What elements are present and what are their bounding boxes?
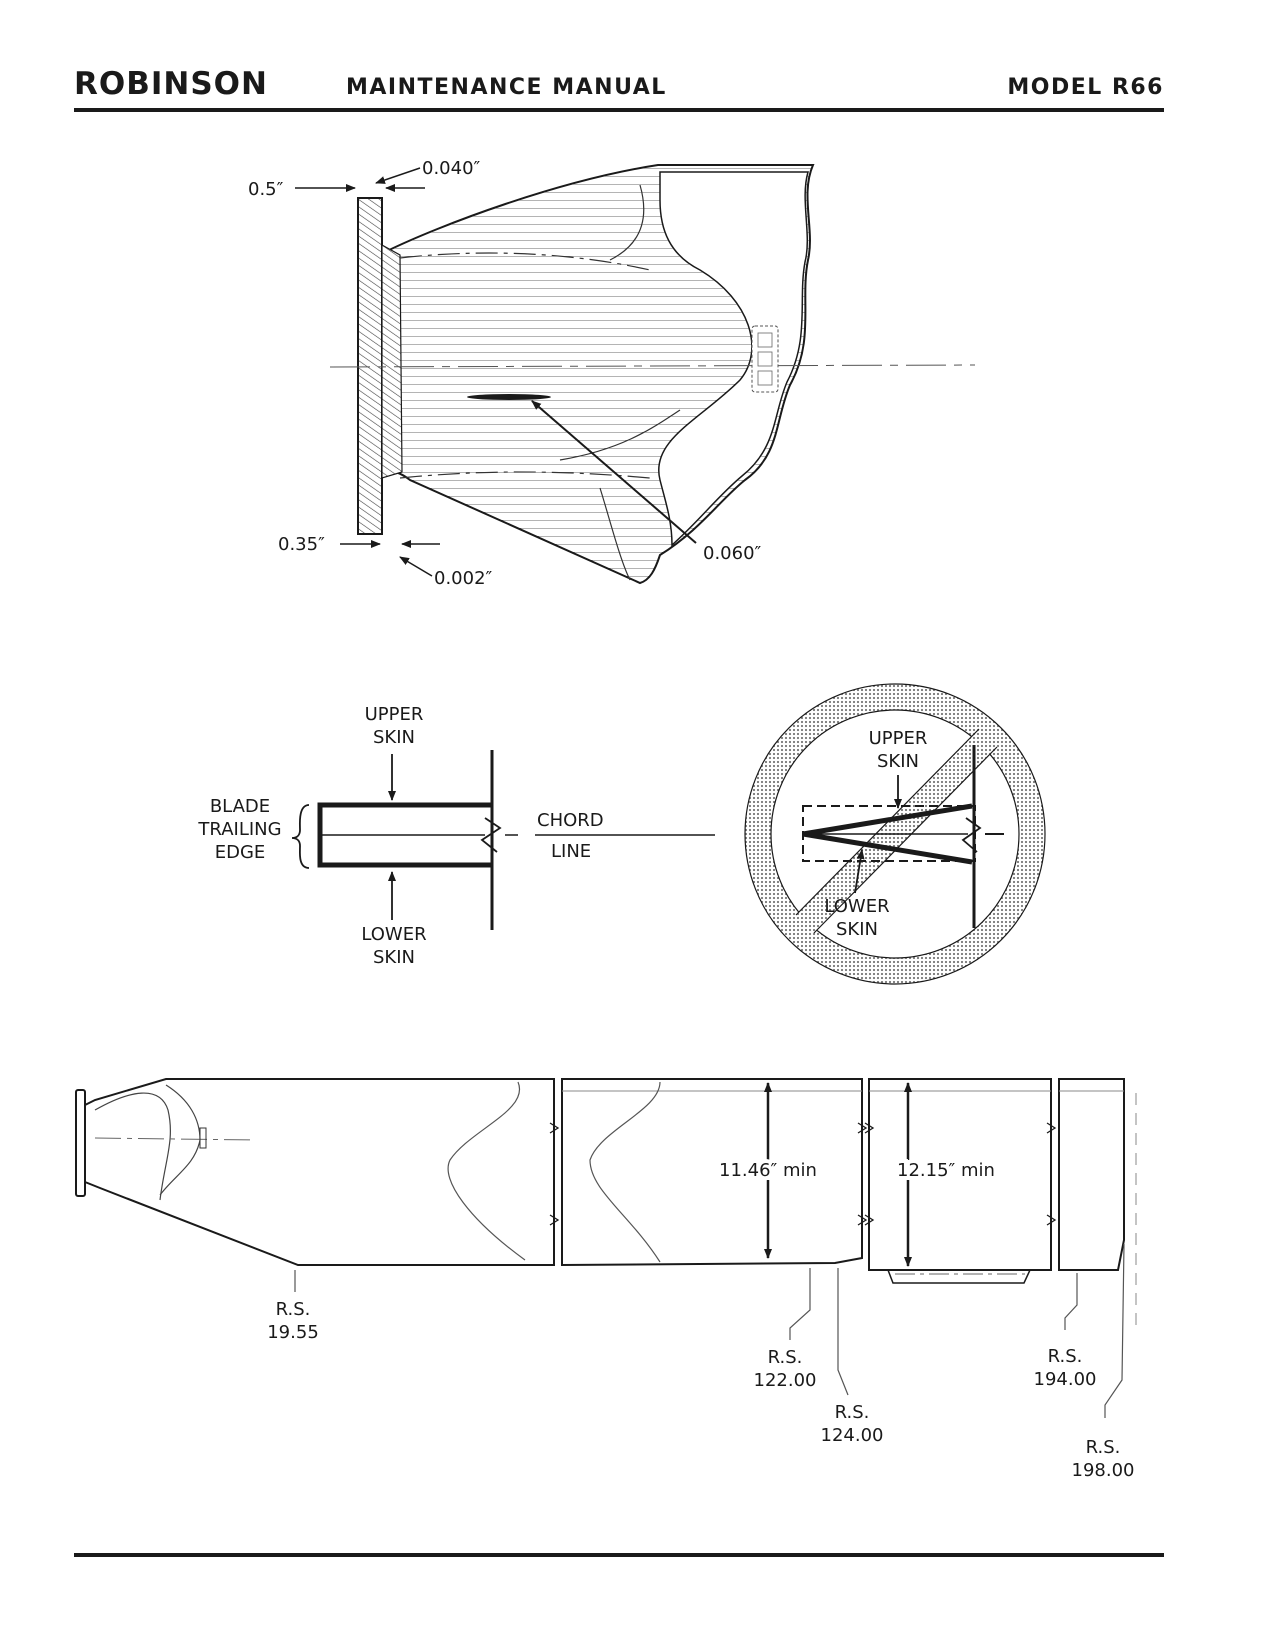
width-label-11-46: 11.46″ min: [719, 1160, 817, 1181]
rs-label-124: R.S.: [835, 1402, 870, 1423]
flat-area-0-060: [467, 394, 551, 400]
rs-value-194: 194.00: [1034, 1369, 1097, 1390]
label-chord: CHORD: [537, 810, 604, 831]
label-edge-3: EDGE: [215, 842, 266, 863]
trailing-edge-root-figure: 0.5″ 0.040″ 0.35″ 0.002″ 0.060″: [248, 158, 976, 589]
brand-name: ROBINSON: [74, 66, 268, 102]
planform-section-3: [868, 1078, 1052, 1271]
label-upper-skin-1: UPPER: [365, 704, 424, 725]
rs-label-198: R.S.: [1086, 1437, 1121, 1458]
manual-title: MAINTENANCE MANUAL: [346, 75, 667, 100]
planform-root-plate: [75, 1089, 86, 1197]
incorrect-section-figure: UPPER SKIN LOWER SKIN: [744, 683, 1046, 985]
planform-section-1: [84, 1078, 555, 1266]
rs-value-124: 124.00: [821, 1425, 884, 1446]
planform-section-2: [561, 1078, 863, 1267]
rs-label-194: R.S.: [1048, 1346, 1083, 1367]
label-blade-1: BLADE: [210, 796, 270, 817]
rs-value-122: 122.00: [754, 1370, 817, 1391]
dim-label-0-060: 0.060″: [703, 543, 762, 564]
trailing-edge-brace: [291, 804, 310, 869]
blade-centerline: [329, 364, 976, 368]
label-lower-skin-2: SKIN: [373, 947, 415, 968]
footer-rule: [74, 1553, 1164, 1557]
label-lower-skin-bad-2: SKIN: [836, 919, 878, 940]
label-lower-skin-bad-1: LOWER: [824, 896, 889, 917]
label-trailing-2: TRAILING: [197, 819, 281, 840]
rs-value-19-55: 19.55: [267, 1322, 319, 1343]
blade-planform-figure: 11.46″ min 12.15″ min R.S. 19.55 R.S. 12…: [75, 1078, 1137, 1481]
label-line: LINE: [551, 841, 591, 862]
rs-label-122: R.S.: [768, 1347, 803, 1368]
width-label-12-15: 12.15″ min: [897, 1160, 995, 1181]
rs-value-198: 198.00: [1072, 1460, 1135, 1481]
label-upper-skin-bad-2: SKIN: [877, 751, 919, 772]
label-upper-skin-bad-1: UPPER: [869, 728, 928, 749]
planform-section-4: [1058, 1078, 1125, 1271]
correct-section-figure: UPPER SKIN BLADE TRAILING EDGE CHORD LIN…: [197, 704, 715, 968]
trailing-edge-strip: [381, 243, 403, 479]
label-upper-skin-2: SKIN: [373, 727, 415, 748]
page-header: ROBINSON MAINTENANCE MANUAL MODEL R66: [74, 64, 1164, 112]
dim-label-0-35: 0.35″: [278, 534, 325, 555]
model-name: MODEL R66: [1007, 75, 1164, 100]
root-fitting-plate: [357, 197, 383, 535]
prohibition-ring: [745, 684, 1045, 984]
balance-weight-block: [751, 325, 779, 393]
prohibition-slash: [795, 728, 998, 934]
collapsed-skin-section: [802, 803, 973, 865]
dim-label-0-040: 0.040″: [422, 158, 481, 179]
dim-label-0-5: 0.5″: [248, 179, 284, 200]
label-lower-skin-1: LOWER: [361, 924, 426, 945]
dim-label-0-002: 0.002″: [434, 568, 493, 589]
blade-root-inner-panel: [657, 171, 809, 547]
rs-label-19-55: R.S.: [276, 1299, 311, 1320]
